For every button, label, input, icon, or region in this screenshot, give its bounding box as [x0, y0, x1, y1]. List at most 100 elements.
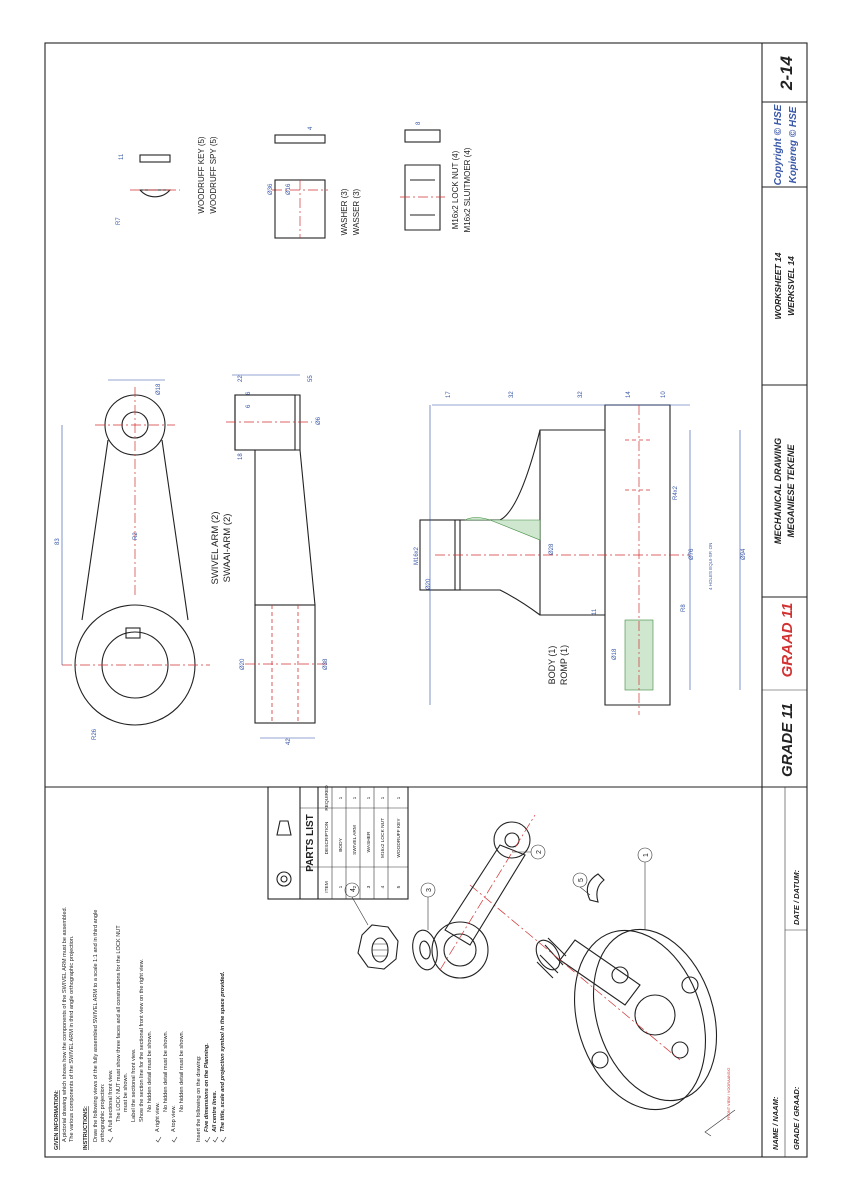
row-4-req: 1: [380, 796, 386, 799]
dim-nut-8: 8: [416, 121, 422, 125]
dim-key-r7: R7: [116, 217, 122, 225]
instr-13: All centre lines.: [212, 1090, 218, 1133]
instr-10: No hidden detail must be shown.: [179, 1030, 185, 1112]
dim-body-r8: R8: [681, 604, 687, 612]
washer-label-en: WASHER (3): [340, 188, 349, 235]
subject-en: MECHANICAL DRAWING: [773, 438, 783, 544]
nut-label-af: M16x2 SLUITMOER (4): [463, 147, 472, 232]
dim-body-d94: Ø94: [741, 548, 747, 560]
dim-washer-4: 4: [308, 126, 314, 130]
key-label-en: WOODRUFF KEY (5): [197, 136, 206, 214]
instr-3a: The LOCK NUT must show three faces and a…: [116, 925, 122, 1122]
dim-arm-d18: Ø18: [156, 383, 162, 395]
date-label: DATE / DATUM:: [792, 869, 801, 925]
body-label-en: BODY (1): [547, 646, 557, 685]
row-3-item: 3: [366, 885, 372, 888]
dim-washer-d16: Ø16: [286, 183, 292, 195]
parts-list-table: PARTS LIST ITEM DESCRIPTION REQUIRED 1 B…: [267, 785, 409, 900]
instr-2: A full sectional front view.: [108, 1069, 114, 1132]
row-2-req: 1: [352, 796, 358, 799]
dim-arm-d20: Ø20: [240, 658, 246, 670]
dim-arm-length: 83: [55, 538, 61, 545]
row-1-item: 1: [338, 885, 344, 888]
instr-5: Show the section line for the sectional …: [139, 959, 145, 1122]
row-3-desc: WASHER: [366, 831, 372, 852]
dim-arm-6a: 6: [246, 391, 252, 395]
worksheet-af: WERKSVEL 14: [786, 256, 796, 316]
instr-12: Five dimensions on the Planning.: [204, 1043, 210, 1132]
dim-arm-r26: R26: [92, 728, 98, 740]
col-required: REQUIRED: [324, 785, 330, 811]
body-view: M16x2 Ø20 Ø28 Ø76 Ø94 4 HOLES EQUI-SP. O…: [414, 391, 747, 715]
row-4-desc: M16x2 LOCK NUT: [380, 818, 386, 858]
row-5-req: 1: [396, 796, 402, 799]
washer-label-af: WASSER (3): [352, 188, 361, 235]
instructions-heading: INSTRUCTIONS:: [83, 1106, 89, 1150]
lock-nut-views: 8 M16x2 LOCK NUT (4) M16x2 SLUITMOER (4): [400, 121, 472, 232]
subject-af: MEGANIESE TEKENE: [786, 443, 796, 537]
instr-9: A top view.: [171, 1105, 177, 1132]
instr-7: A right view.: [155, 1102, 161, 1132]
instr-14: The title, scale and projection symbol i…: [220, 971, 226, 1132]
copyright-af: Kopiereg © HSE: [788, 106, 799, 183]
given-line-2: The various components of the SWIVEL ARM…: [69, 935, 75, 1142]
dim-body-32a: 32: [509, 391, 515, 398]
instr-1a: Draw the following views of the fully as…: [93, 910, 99, 1142]
dim-body-m16: M16x2: [414, 546, 420, 565]
instr-6: No hidden detail must be shown.: [147, 1030, 153, 1112]
projection-symbol: [276, 820, 292, 887]
instr-4: Label the sectional front view.: [131, 1048, 137, 1122]
instr-1b: orthographic projection:: [100, 1083, 106, 1142]
dim-arm-42: 42: [286, 738, 292, 745]
key-label-af: WOODRUFF SPY (5): [209, 136, 218, 214]
swivel-arm-label-af: SWAAI-ARM (2): [222, 514, 233, 583]
instr-11: Insert the following on the drawing:: [196, 1055, 202, 1142]
dim-key-11: 11: [119, 153, 125, 160]
dim-arm-55: 55: [308, 375, 314, 382]
row-5-item: 5: [396, 885, 402, 888]
dim-arm-6b: 6: [246, 404, 252, 408]
col-item: ITEM: [324, 881, 330, 892]
dim-body-d18: Ø18: [612, 648, 618, 660]
pictorial-assembly: 1 2 3 4 5 FRONT VIEW / VOORAANSIG: [344, 814, 736, 1137]
row-5-desc: WOODRUFF KEY: [396, 818, 402, 858]
copyright-en: Copyright © HSE: [773, 104, 784, 185]
dim-body-d76: Ø76: [689, 548, 695, 560]
instructions-panel: GIVEN INFORMATION: A pictorial drawing w…: [54, 906, 227, 1150]
balloon-3: 3: [426, 888, 433, 892]
washer-views: Ø36 Ø16 4 WASHER (3) WASSER (3): [268, 126, 361, 239]
swivel-arm-views: 83 R26 Ø18 R2 Ø20 Ø38 42 22 6 6 55 Ø6 18…: [55, 375, 330, 745]
row-2-item: 2: [352, 885, 358, 888]
balloon-4: 4: [350, 888, 357, 892]
dim-arm-18: 18: [238, 453, 244, 460]
dim-body-32b: 32: [578, 391, 584, 398]
graad-label: GRAAD 11: [779, 603, 796, 678]
woodruff-key-views: R7 11 WOODRUFF KEY (5) WOODRUFF SPY (5): [116, 136, 218, 225]
dim-body-pcd: 4 HOLES EQUI-SP. ON: [708, 543, 713, 590]
given-heading: GIVEN INFORMATION:: [54, 1090, 60, 1150]
given-line-1: A pictorial drawing which shows how the …: [62, 906, 68, 1142]
sheet-border: [44, 42, 808, 1158]
row-3-req: 1: [366, 796, 372, 799]
body-label-af: ROMP (1): [559, 645, 569, 685]
dim-arm-r2: R2: [133, 532, 139, 540]
nut-label-en: M16x2 LOCK NUT (4): [451, 150, 460, 229]
dim-body-d20: Ø20: [426, 578, 432, 590]
dim-arm-d38: Ø38: [323, 658, 329, 670]
balloon-5: 5: [578, 878, 585, 882]
dim-body-17: 17: [446, 391, 452, 398]
dim-body-14: 14: [626, 391, 632, 398]
front-view-arrow-label: FRONT VIEW / VOORAANSIG: [727, 1067, 731, 1120]
name-label: NAME / NAAM:: [771, 1096, 780, 1150]
row-4-item: 4: [380, 885, 386, 888]
balloon-2: 2: [536, 850, 543, 854]
title-block: GRADE 11 GRAAD 11 MECHANICAL DRAWING MEG…: [762, 55, 807, 1157]
grade-label: GRADE 11: [779, 703, 796, 777]
col-description: DESCRIPTION: [324, 821, 330, 854]
dim-arm-22: 22: [238, 375, 244, 382]
dim-washer-d36: Ø36: [268, 183, 274, 195]
parts-list-heading: PARTS LIST: [305, 814, 316, 872]
dim-body-11: 11: [592, 608, 598, 615]
dim-body-10: 10: [661, 391, 667, 398]
